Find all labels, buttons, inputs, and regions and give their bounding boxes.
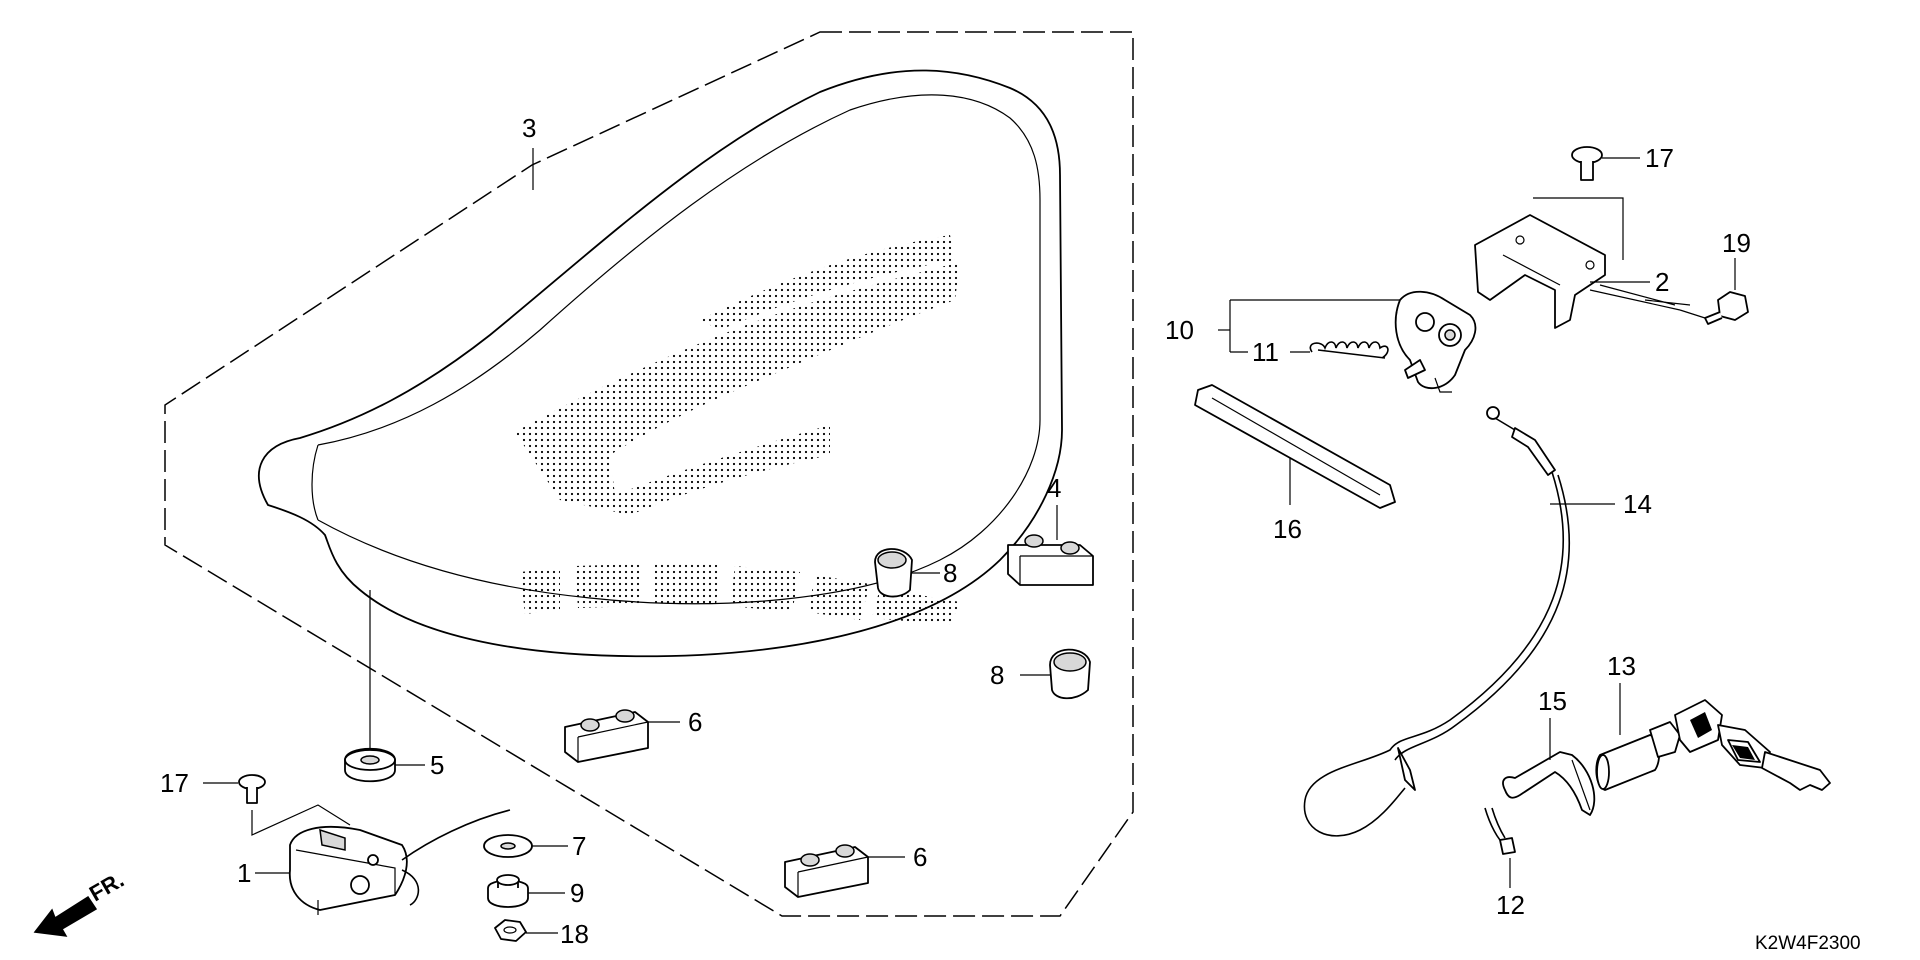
diagram-code: K2W4F2300 [1755, 933, 1861, 954]
callout-17a: 17 [160, 768, 189, 798]
callout-2: 2 [1655, 267, 1669, 297]
front-marker: FR. [85, 867, 128, 906]
front-arrow-icon [33, 895, 98, 937]
callout-15: 15 [1538, 686, 1567, 716]
callout-8a: 8 [943, 558, 957, 588]
part-8-cushion-upper [874, 548, 913, 598]
part-13-key-cylinder [1595, 699, 1831, 791]
part-14-cable [1303, 406, 1571, 837]
callout-6a: 6 [688, 707, 702, 737]
callout-3: 3 [522, 113, 536, 143]
part-18-nut [494, 919, 527, 942]
part-6-rubber-block-lower [784, 844, 869, 898]
callout-17b: 17 [1645, 143, 1674, 173]
wing-logo [515, 262, 960, 515]
callout-19: 19 [1722, 228, 1751, 258]
part-6-rubber-block-upper [564, 709, 649, 763]
seat-part-3 [258, 69, 1063, 658]
callout-12: 12 [1496, 890, 1525, 920]
callout-9: 9 [570, 878, 584, 908]
part-17-bolt-left [238, 774, 266, 804]
part-11-spring [1309, 341, 1389, 359]
assembly-outline [164, 31, 1134, 917]
part-16-rod [1194, 384, 1396, 509]
part-5-collar [344, 747, 396, 783]
callout-8b: 8 [990, 660, 1004, 690]
part-1-hinge [288, 809, 511, 911]
brand-lettering [520, 562, 960, 625]
part-15-clip [1502, 751, 1596, 816]
callout-4: 4 [1047, 473, 1061, 503]
part-7-washer [483, 834, 533, 858]
part-9-collar [487, 874, 529, 908]
callout-16: 16 [1273, 514, 1302, 544]
callout-13: 13 [1607, 651, 1636, 681]
part-12-wire-clip [1484, 807, 1516, 855]
part-8-cushion-lower [1049, 648, 1091, 700]
wing-logo-top [700, 235, 955, 330]
callout-6b: 6 [913, 842, 927, 872]
part-4-rubber-block [1007, 534, 1094, 586]
callout-14: 14 [1623, 489, 1652, 519]
callout-18: 18 [560, 919, 589, 949]
part-19-bolt [1704, 291, 1749, 325]
callout-11: 11 [1252, 337, 1279, 367]
part-17-bolt-right [1571, 146, 1603, 181]
part-2-bracket [1474, 214, 1606, 329]
callout-1: 1 [237, 858, 251, 888]
part-10-seat-catch [1394, 290, 1477, 393]
callout-5: 5 [430, 750, 444, 780]
callout-7: 7 [572, 831, 586, 861]
callout-10: 10 [1165, 315, 1194, 345]
